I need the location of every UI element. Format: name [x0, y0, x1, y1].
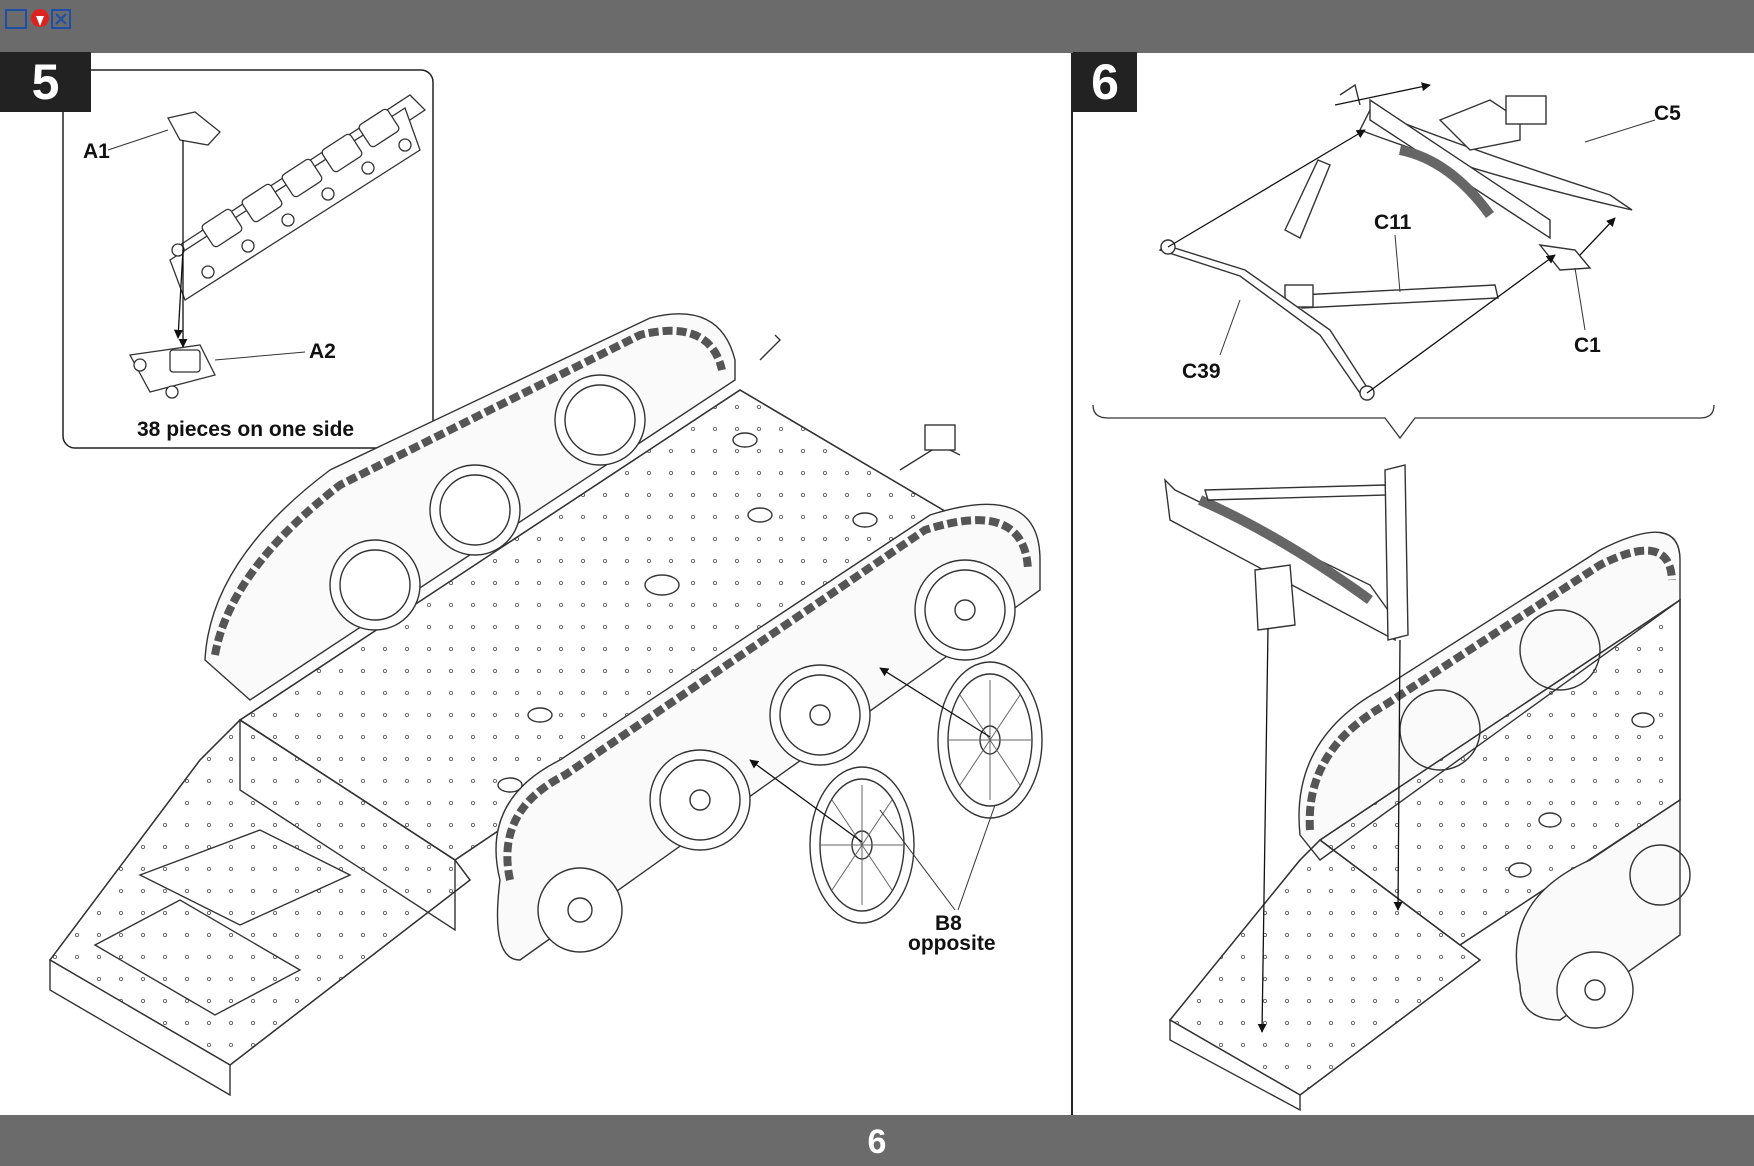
page-number: 6: [867, 1123, 887, 1161]
label-a1: A1: [83, 140, 110, 163]
label-b8-opposite: opposite: [908, 932, 996, 955]
top-bar: [0, 0, 1754, 53]
label-b8: B8: [935, 912, 962, 935]
step5-inset-box: [62, 69, 434, 449]
step-5-badge: 5: [0, 52, 91, 112]
part-b8-wheels: [809, 661, 1043, 924]
label-c1: C1: [1574, 334, 1601, 357]
step6-chassis: [1164, 464, 1691, 1112]
track-link-chain: [169, 94, 427, 301]
label-c11: C11: [1374, 211, 1412, 234]
inset-caption: 38 pieces on one side: [137, 418, 355, 441]
step6-suspension-exploded: [1158, 83, 1633, 401]
step-divider: [1071, 53, 1073, 1115]
bottom-bar: 6: [0, 1115, 1754, 1166]
step-6-badge: 6: [1073, 52, 1137, 112]
step5-chassis: [48, 313, 1041, 1097]
gunsite-logo-icon: [5, 9, 71, 29]
label-c39: C39: [1182, 360, 1221, 383]
part-a2: [128, 344, 216, 399]
part-a1: [167, 111, 221, 146]
label-c5: C5: [1654, 102, 1681, 125]
label-a2: A2: [309, 340, 336, 363]
